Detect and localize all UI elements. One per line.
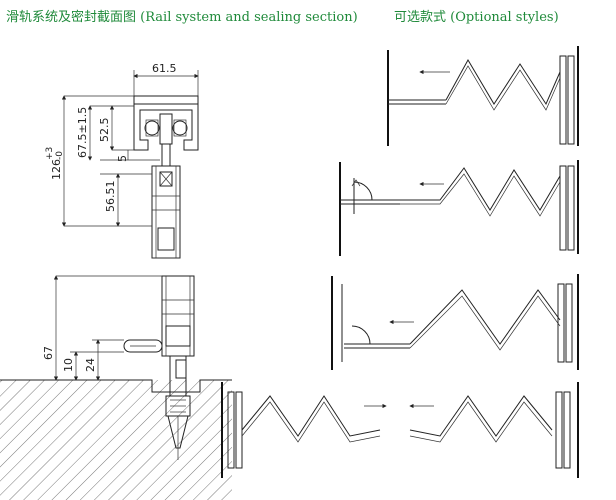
dim-width-top: 61.5	[152, 62, 177, 75]
dim-52-5: 52.5	[98, 118, 111, 143]
rail-section-title: 滑轨系统及密封截面图 (Rail system and sealing sect…	[6, 10, 358, 25]
style-4-plan	[221, 382, 579, 478]
optional-styles-title: 可选款式 (Optional styles)	[394, 10, 559, 25]
dim-126: 126	[50, 159, 63, 180]
dim-67-5: 67.5±1.5	[76, 107, 89, 158]
dim-126-tol-plus: +3	[45, 147, 55, 160]
dim-56-51: 56.51	[104, 181, 117, 213]
rail-section-upper: 61.5 52.5 67.5±1.5	[45, 62, 199, 259]
dim-24: 24	[84, 358, 97, 372]
dim-67: 67	[42, 346, 55, 360]
style-1-plan	[387, 46, 579, 146]
style-2-plan	[339, 160, 579, 256]
dim-5: 5	[116, 155, 129, 162]
dim-126-tol-minus: -0	[55, 151, 65, 160]
floor-section-lower: 67 10 24	[0, 275, 232, 500]
style-3-plan	[331, 274, 579, 370]
dim-10: 10	[62, 358, 75, 372]
